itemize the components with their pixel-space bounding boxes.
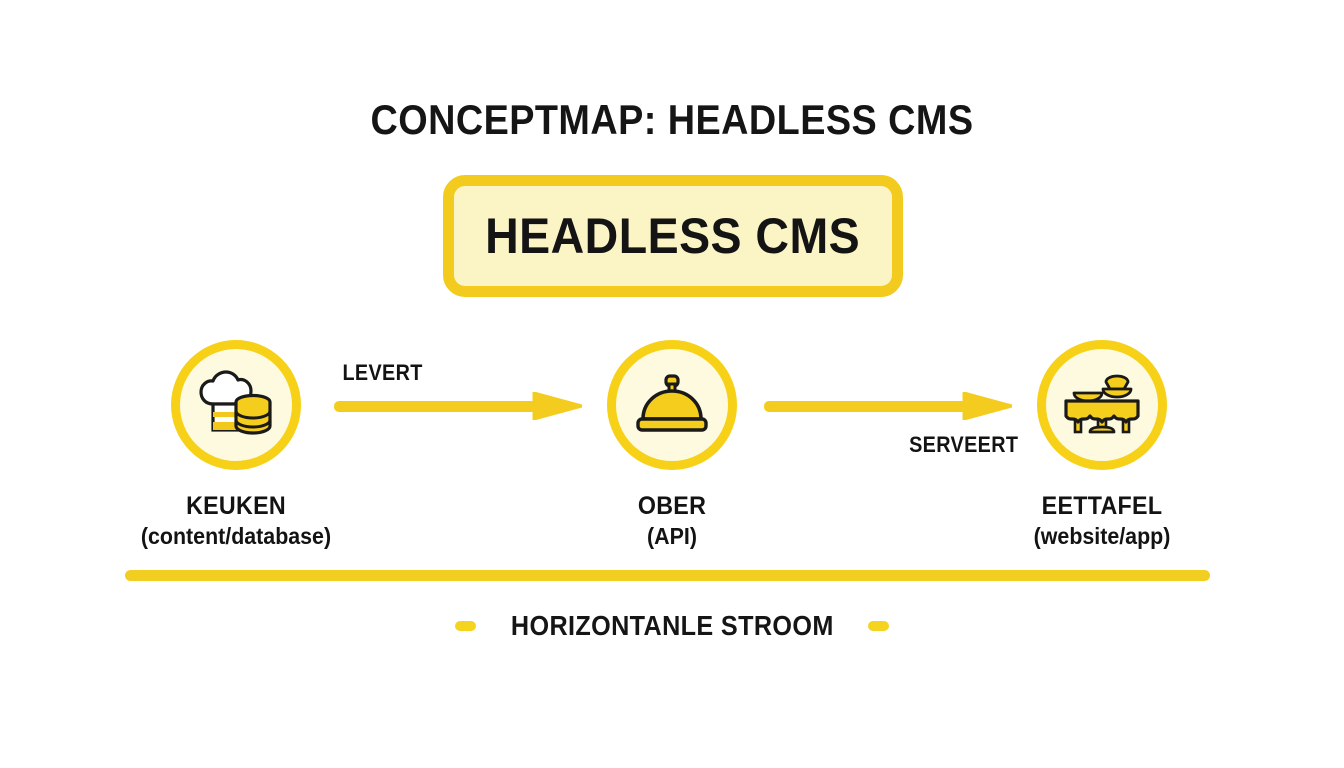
node-ober-label: OBER xyxy=(637,492,707,520)
page-title: CONCEPTMAP: HEADLESS CMS xyxy=(370,96,974,143)
arrow-levert xyxy=(334,392,582,420)
chef-hat-database-icon xyxy=(197,370,275,440)
node-eettafel[interactable]: EETTAFEL (website/app) xyxy=(992,340,1212,550)
node-keuken[interactable]: KEUKEN (content/database) xyxy=(126,340,346,550)
node-eettafel-circle xyxy=(1037,340,1167,470)
central-concept-label: HEADLESS CMS xyxy=(485,208,861,264)
node-eettafel-subtitle: (website/app) xyxy=(1033,523,1171,549)
footer-label: HORIZONTANLE STROOM xyxy=(510,610,834,641)
central-concept-box: HEADLESS CMS xyxy=(443,175,903,297)
node-ober-subtitle: (API) xyxy=(647,523,697,549)
node-eettafel-label: EETTAFEL xyxy=(1041,492,1163,520)
arrow-levert-label: LEVERT xyxy=(342,360,423,385)
node-ober-circle xyxy=(607,340,737,470)
node-ober[interactable]: OBER (API) xyxy=(562,340,782,550)
node-keuken-circle xyxy=(171,340,301,470)
footer-pill-right-icon xyxy=(868,621,890,631)
serving-dome-icon xyxy=(635,373,709,437)
arrow-serveert xyxy=(764,392,1012,420)
node-keuken-label: KEUKEN xyxy=(186,492,286,520)
footer-pill-left-icon xyxy=(454,621,476,631)
footer-caption: HORIZONTANLE STROOM xyxy=(0,610,1344,642)
horizontal-divider-bar xyxy=(125,570,1210,581)
dining-table-icon xyxy=(1060,372,1144,438)
arrow-serveert-label: SERVEERT xyxy=(909,432,1019,457)
node-keuken-subtitle: (content/database) xyxy=(140,523,332,549)
